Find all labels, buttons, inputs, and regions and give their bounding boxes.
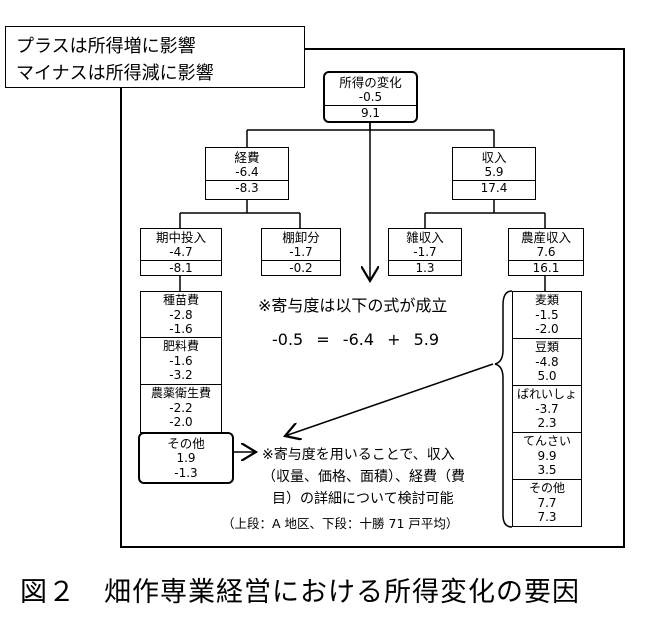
crop-cell: 豆類 -4.8 5.0 [513,339,581,386]
inputs-other-value-a: 1.9 [176,451,196,465]
formula-title: ※寄与度は以下の式が成立 [258,296,448,315]
crop-label: ばれいしょ [516,387,577,401]
breakdown-value-a: -1.6 [169,353,193,368]
breakdown-label: 農薬衛生費 [150,386,211,400]
inputs-value-a: -4.7 [169,245,193,259]
expense-value-a: -6.4 [235,165,259,179]
root-value-b: 9.1 [325,105,416,121]
crop-cell: その他 7.7 7.3 [513,480,581,525]
source-note: （上段：A 地区、下段：十勝 71 戸平均） [222,516,459,531]
inventory-label: 棚卸分 [282,230,320,245]
crop-value-b: -2.0 [535,322,559,336]
crop-income-label: 農産収入 [520,230,571,245]
breakdown-value-b: -3.2 [169,368,193,382]
crop-cell: 麦類 -1.5 -2.0 [513,292,581,339]
crop-value-b: 5.0 [537,369,557,383]
breakdown-value-b: -1.6 [169,322,193,336]
inputs-breakdown: 種苗費 -2.8 -1.6 肥料費 -1.6 -3.2 農薬衛生費 -2.2 -… [140,291,222,433]
misc-income-label: 雑収入 [406,230,444,245]
breakdown-value-b: -2.0 [169,415,193,429]
breakdown-value-a: -2.2 [169,400,193,415]
misc-income-value-a: -1.7 [413,245,437,259]
breakdown-cell: 農薬衛生費 -2.2 -2.0 [141,385,221,431]
breakdown-value-a: -2.8 [169,307,193,322]
root-label: 所得の変化 [339,75,402,90]
crop-cell: てんさい 9.9 3.5 [513,433,581,480]
misc-income-node: 雑収入 -1.7 1.3 [388,228,462,276]
crops-breakdown: 麦類 -1.5 -2.0 豆類 -4.8 5.0 ばれいしょ -3.7 2.3 … [512,291,582,527]
crop-income-value-b: 16.1 [509,260,583,276]
crop-value-a: 7.7 [537,495,557,510]
crop-value-b: 3.5 [537,463,557,477]
inventory-node: 棚卸分 -1.7 -0.2 [261,228,341,276]
root-node: 所得の変化 -0.5 9.1 [323,71,418,123]
figure-caption: 図２ 畑作専業経営における所得変化の要因 [20,577,580,608]
income-node: 収入 5.9 17.4 [452,147,536,200]
breakdown-label: 種苗費 [162,293,199,307]
root-value-a: -0.5 [358,90,383,104]
crop-label: 麦類 [534,293,559,307]
expense-label: 経費 [234,150,260,165]
crop-label: てんさい [522,434,571,448]
crop-income-value-a: 7.6 [536,245,556,259]
breakdown-label: 肥料費 [162,339,199,353]
inputs-node: 期中投入 -4.7 -8.1 [140,228,222,276]
crop-income-node: 農産収入 7.6 16.1 [508,228,584,276]
legend-minus-text: マイナスは所得減に影響 [16,63,214,84]
inputs-other-value-b: -1.3 [174,466,198,480]
formula: -0.5 = -6.4 + 5.9 [272,330,440,349]
inputs-label: 期中投入 [155,230,206,245]
inputs-other-label: その他 [167,436,205,451]
crop-label: 豆類 [534,340,559,354]
expense-node: 経費 -6.4 -8.3 [205,147,289,200]
inventory-value-a: -1.7 [289,245,313,259]
income-value-b: 17.4 [453,180,535,196]
crop-cell: ばれいしょ -3.7 2.3 [513,386,581,433]
crop-value-a: -1.5 [535,307,559,322]
crop-value-b: 2.3 [537,416,557,430]
misc-income-value-b: 1.3 [389,260,461,276]
income-value-a: 5.9 [484,165,504,179]
crop-value-a: -3.7 [535,401,559,416]
breakdown-cell: 肥料費 -1.6 -3.2 [141,338,221,385]
crop-value-b: 7.3 [537,510,557,524]
inputs-other-node: その他 1.9 -1.3 [138,432,234,484]
inputs-value-b: -8.1 [141,260,221,276]
breakdown-cell: 種苗費 -2.8 -1.6 [141,292,221,338]
legend-box: プラスは所得増に影響 マイナスは所得減に影響 [5,26,305,88]
income-label: 収入 [481,150,507,165]
inventory-value-b: -0.2 [262,260,340,276]
expense-value-b: -8.3 [206,180,288,196]
crop-label: その他 [528,481,565,495]
diagram-frame [120,48,625,548]
usage-note-line3: 目）の詳細について検討可能 [272,491,454,507]
crop-value-a: 9.9 [537,448,557,463]
usage-note-line1: ※寄与度を用いることで、収入 [262,447,455,463]
usage-note-line2: （収量、価格、面積）、経費（費 [262,469,465,485]
legend-plus-text: プラスは所得増に影響 [16,36,196,57]
crop-value-a: -4.8 [535,354,559,369]
